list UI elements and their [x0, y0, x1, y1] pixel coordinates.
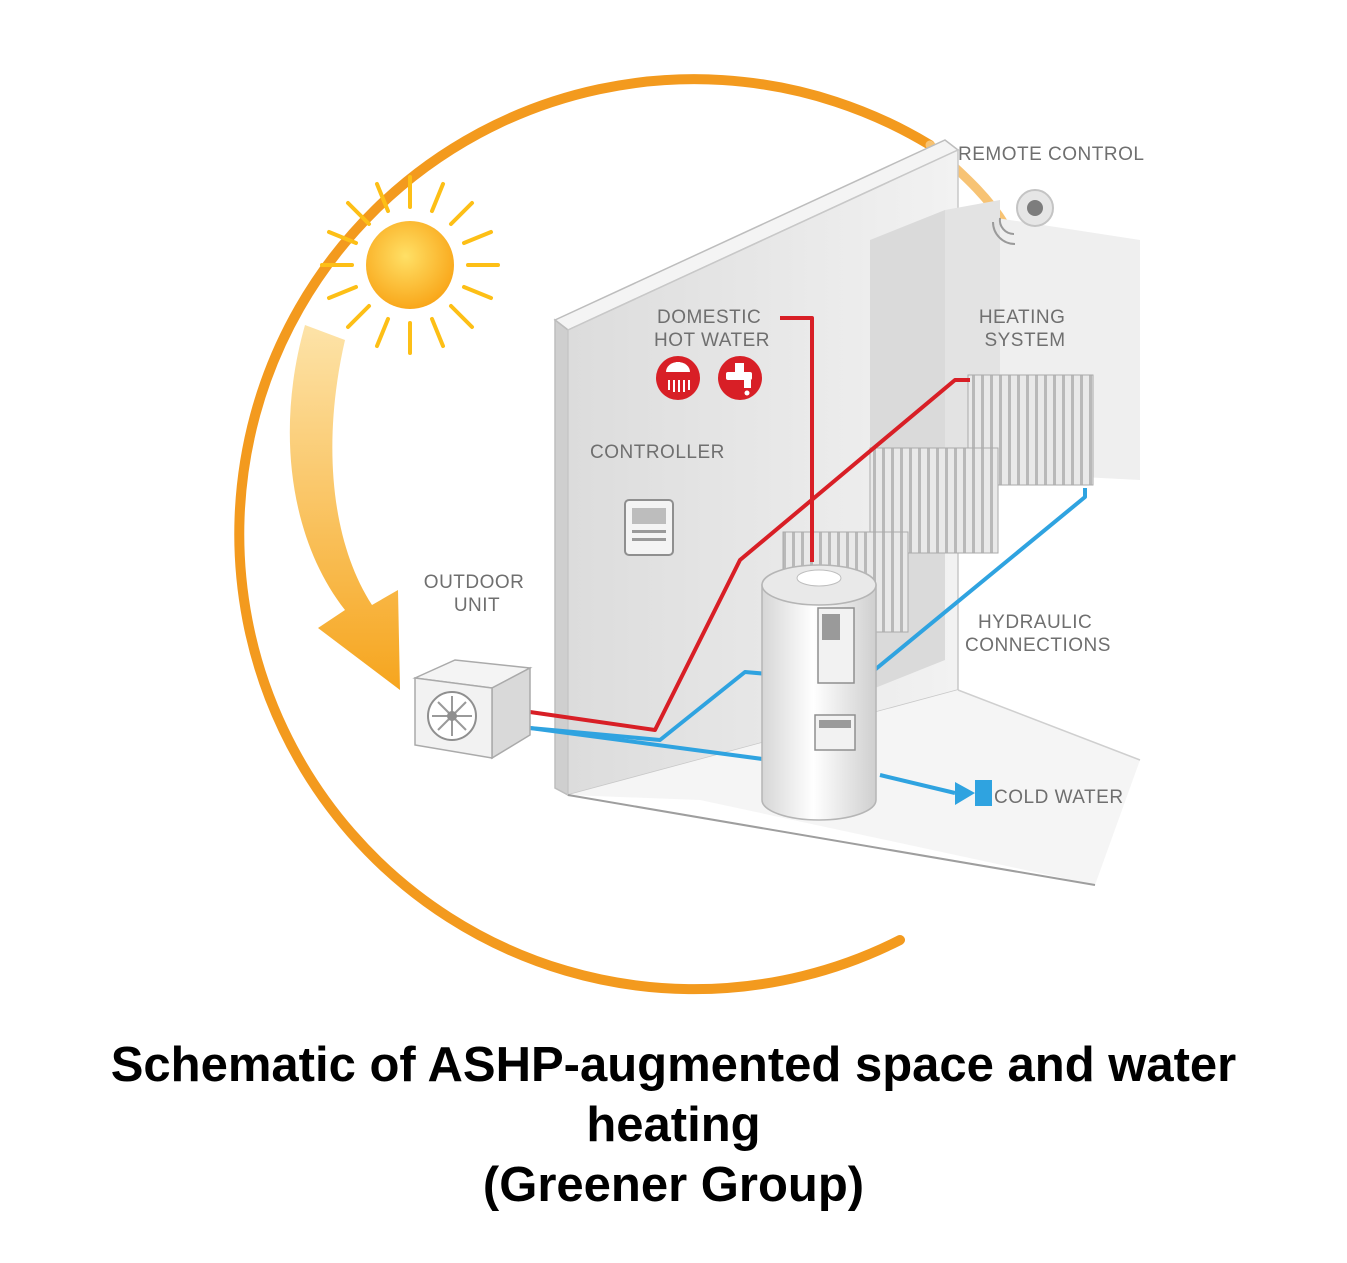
- controller-icon: [624, 499, 674, 556]
- hydraulic-connections-label-line1: HYDRAULIC: [978, 612, 1092, 633]
- ashp-schematic-diagram: REMOTE CONTROL DOMESTIC HOT WATER HEATIN…: [234, 74, 1144, 995]
- outdoor-unit-label: OUTDOOR UNIT: [424, 572, 530, 616]
- tap-icon: [718, 356, 762, 400]
- caption-line3: (Greener Group): [482, 1158, 865, 1212]
- controller-label: CONTROLLER: [590, 442, 725, 463]
- outdoor-unit-icon: [412, 659, 533, 760]
- outdoor-unit-label-line2: UNIT: [454, 595, 500, 616]
- remote-control-label: REMOTE CONTROL: [958, 144, 1144, 165]
- heating-system-label-line1: HEATING: [979, 307, 1066, 328]
- domestic-hot-water-label-line2: HOT WATER: [654, 330, 770, 351]
- domestic-hot-water-label: DOMESTIC HOT WATER: [654, 307, 770, 351]
- heating-system-label-line2: SYSTEM: [984, 330, 1065, 351]
- outdoor-unit-label-line1: OUTDOOR: [424, 572, 525, 593]
- shower-icon: [656, 356, 700, 400]
- hot-water-cylinder: [761, 564, 877, 821]
- heat-flow-arrow: [289, 325, 400, 690]
- domestic-hot-water-label-line1: DOMESTIC: [657, 307, 761, 328]
- caption-line1: Schematic of ASHP-augmented space and wa…: [110, 1038, 1237, 1092]
- hydraulic-connections-label-line2: CONNECTIONS: [965, 635, 1111, 656]
- cold-water-label: COLD WATER: [994, 787, 1124, 808]
- figure-caption: Schematic of ASHP-augmented space and wa…: [0, 1035, 1347, 1215]
- heating-system-label: HEATING SYSTEM: [979, 307, 1071, 351]
- hydraulic-connections-label: HYDRAULIC CONNECTIONS: [965, 612, 1111, 656]
- remote-control-icon: [992, 189, 1054, 245]
- caption-line2: heating: [586, 1098, 761, 1152]
- sun-icon: [320, 175, 500, 355]
- hot-water-pipes: [529, 316, 970, 732]
